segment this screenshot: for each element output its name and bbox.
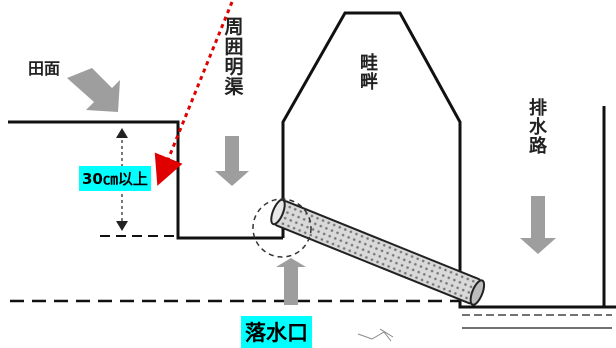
scribble-mark: [357, 328, 394, 342]
drainage-label: 排水路: [529, 98, 547, 157]
drain-pipe: [270, 198, 486, 306]
levee-label: 畦畔: [360, 53, 378, 93]
outlet-highlight-circle: [252, 198, 312, 258]
field-arrow: [67, 68, 120, 112]
outlet-label: 落水口: [241, 316, 312, 348]
open-channel-label: 周囲明渠: [224, 16, 244, 98]
field-label: 田面: [28, 59, 61, 78]
depth-arrow-bottom: [116, 221, 128, 231]
depth-pointer-line: [154, 1, 234, 186]
outlet-arrow: [276, 258, 306, 305]
drainage-arrow: [520, 196, 556, 254]
depth-arrow-top: [116, 128, 128, 138]
depth-label: 30㎝以上: [79, 166, 151, 191]
levee-outline: [281, 11, 616, 309]
channel-arrow: [215, 136, 249, 186]
